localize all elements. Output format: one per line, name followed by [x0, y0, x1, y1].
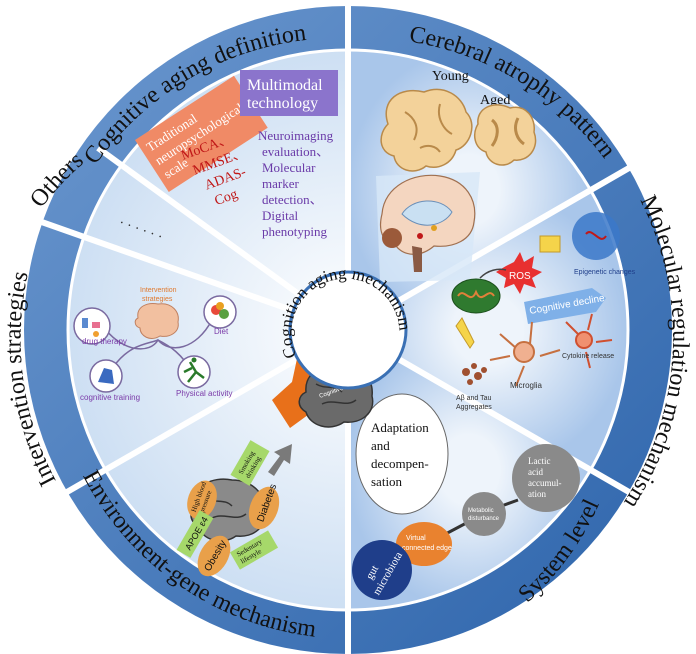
- brain-sagittal: [376, 172, 480, 282]
- label-diet: Diet: [214, 327, 229, 336]
- node-metabolic: [462, 492, 506, 536]
- adaptation-circle: [355, 393, 449, 515]
- label-cognitive-training: cognitive training: [80, 393, 140, 402]
- adaptation-line-2: and: [371, 438, 390, 453]
- label-cytokine: Cytokine release: [562, 353, 614, 360]
- tag-high-bp: [187, 480, 217, 520]
- tag-obesity: [197, 535, 231, 577]
- center-circle: [288, 270, 408, 390]
- traditional-scale-box: [135, 75, 268, 192]
- progress-arrow: [268, 444, 292, 476]
- label-ab-tau-2: Aggregates: [456, 404, 492, 411]
- intervention-content: Intervention strategies drug therapy Die…: [73, 287, 237, 402]
- brain-coronal-aged: [473, 104, 537, 166]
- sector-molecular-regulation: [348, 190, 628, 470]
- label-young: Young: [432, 69, 469, 84]
- multimodal-line-2: technology: [247, 95, 318, 112]
- lactic-line-2: acid: [528, 467, 543, 477]
- intervention-label-2: strategies: [142, 296, 173, 303]
- lactic-line-3: accumul-: [528, 478, 561, 488]
- label-ab-tau-1: Aβ and Tau: [456, 395, 492, 402]
- physical-activity-circle: [177, 355, 211, 389]
- mm-item-4: marker: [262, 176, 299, 191]
- node-lactic-acid: [512, 444, 580, 512]
- tag-smoking: [230, 440, 270, 486]
- gene-block: [539, 235, 561, 253]
- ab-tau-aggregates: [462, 363, 487, 385]
- definition-content: Traditional neuropsychological scale Mul…: [117, 70, 338, 245]
- mm-item-2: evaluation、: [262, 144, 329, 159]
- tag-apoe: [176, 510, 214, 558]
- metabolic-line-2: disturbance: [468, 516, 500, 522]
- adaptation-line-1: Adaptation: [371, 420, 429, 435]
- mm-item-5: detection、: [262, 192, 323, 207]
- cytokine-cell: [565, 313, 613, 369]
- tag-diabetes: [248, 486, 280, 530]
- label-physical-activity: Physical activity: [176, 389, 232, 398]
- label-microglia: Microglia: [510, 381, 543, 390]
- virtual-line-2: connected edge: [402, 545, 452, 552]
- intervention-brain: [134, 303, 179, 339]
- cognitive-decline-arrow: [524, 288, 606, 324]
- mm-item-3: Molecular: [262, 160, 316, 175]
- virtual-line-1: Virtual: [406, 535, 426, 542]
- multimodal-box: [240, 70, 338, 116]
- intervention-label-1: Intervention: [140, 287, 177, 294]
- node-virtual-edge: [396, 522, 452, 566]
- mm-item-7: phenotyping: [262, 224, 327, 239]
- ros-burst: [496, 252, 542, 294]
- mm-item-1: Neuroimaging: [258, 128, 334, 143]
- brain-coronal-young: [380, 88, 473, 172]
- label-ros: ROS: [509, 271, 531, 282]
- mitochondrion: [451, 278, 501, 314]
- node-gut-microbiota: [352, 540, 412, 600]
- label-epigenetic: Epigenetic changes: [574, 269, 636, 276]
- adaptation-line-3: decompen-: [371, 456, 429, 471]
- multimodal-line-1: Multimodal: [247, 77, 323, 94]
- tag-sedentary: [229, 530, 279, 570]
- system-content: Adaptation and decompen- sation Lactic a…: [352, 393, 580, 600]
- metabolic-line-1: Metabolic: [468, 508, 494, 514]
- microglia-cell: [489, 321, 561, 387]
- lactic-line-4: ation: [528, 489, 546, 499]
- label-aged: Aged: [480, 93, 510, 108]
- label-drug-therapy: drug therapy: [82, 337, 127, 346]
- lactic-line-1: Lactic: [528, 456, 550, 466]
- mm-item-6: Digital: [262, 208, 298, 223]
- atrophy-content: Young Aged: [376, 69, 537, 282]
- adaptation-line-4: sation: [371, 474, 403, 489]
